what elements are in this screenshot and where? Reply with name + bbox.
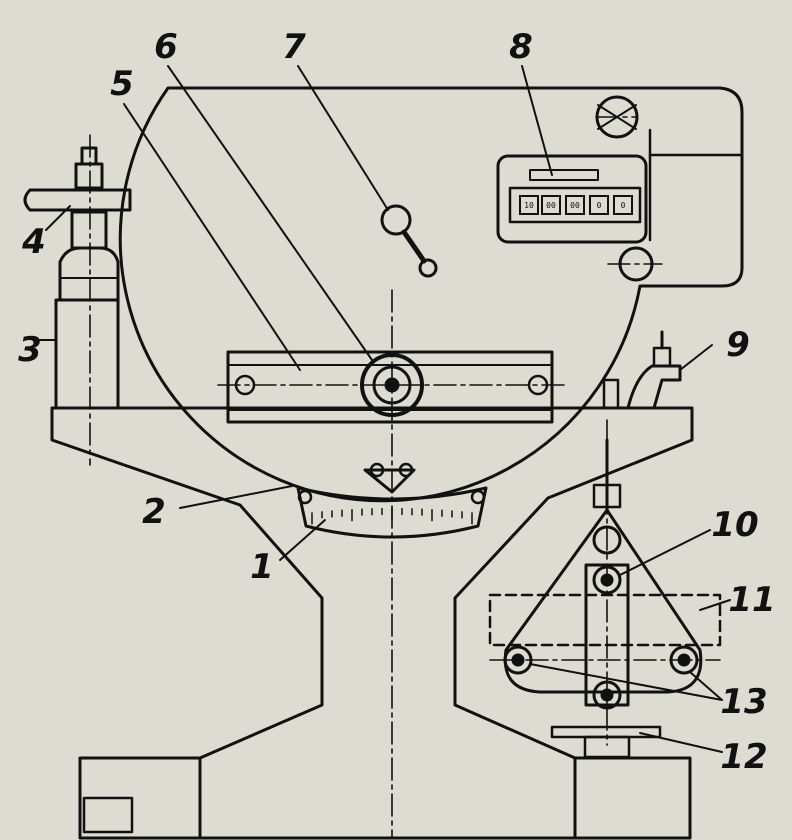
scale-screw-left	[297, 489, 313, 505]
handle-knob-large	[380, 204, 412, 236]
counter-digit: 00	[546, 201, 556, 210]
leader-2	[179, 485, 293, 509]
counter-housing	[496, 154, 648, 244]
callout-11: 11	[728, 580, 776, 620]
callout-8: 8	[509, 27, 533, 67]
counter-display-frame	[508, 186, 642, 224]
right-clamp-bracket	[626, 364, 682, 410]
callout-10: 10	[711, 505, 759, 545]
leader-8	[521, 65, 553, 176]
counter-digit-cell	[541, 195, 561, 215]
base-foot-block	[82, 796, 134, 834]
leader-9	[679, 344, 713, 371]
pivot-top	[592, 525, 622, 555]
callout-3: 3	[18, 330, 42, 370]
right-stud	[602, 378, 620, 410]
left-column-neck	[70, 210, 108, 250]
leader-4	[45, 205, 71, 231]
callout-9: 9	[726, 325, 750, 365]
left-column-body	[54, 298, 120, 410]
leader-6	[167, 65, 373, 361]
pointer-pin-left	[369, 462, 385, 478]
pointer-pin-right	[398, 462, 414, 478]
guide-slide	[226, 350, 554, 424]
rotating-head-disc	[118, 86, 744, 503]
counter-top-window	[529, 169, 599, 181]
leader-13b	[689, 671, 723, 701]
lower-stop-plate	[550, 725, 662, 739]
angle-scale-ticks	[311, 508, 473, 525]
handle-knob-small	[418, 258, 438, 278]
left-column-collar	[58, 246, 120, 302]
leader-11	[699, 599, 731, 611]
callout-4: 4	[22, 222, 46, 262]
counter-digit: 0	[597, 201, 602, 210]
callout-2: 2	[142, 492, 166, 532]
callout-12: 12	[720, 737, 768, 777]
callout-1: 1	[250, 547, 274, 587]
counter-digit-cell	[565, 195, 585, 215]
clamp-bolt-head	[80, 146, 98, 166]
callout-6: 6	[154, 27, 178, 67]
leader-1	[279, 519, 326, 561]
handle-link	[401, 229, 427, 264]
counter-digit: 0	[621, 201, 626, 210]
clamp-nut	[74, 162, 104, 190]
dashed-frame-11	[488, 593, 722, 647]
leader-7	[297, 65, 389, 211]
leader-10	[619, 529, 711, 576]
counter-digit: 10	[524, 201, 534, 210]
counter-digit-cell	[519, 195, 539, 215]
leader-5	[123, 103, 301, 371]
angle-scale	[296, 486, 488, 539]
leader-12	[639, 732, 723, 753]
scale-screw-right	[470, 489, 486, 505]
scale-pointer	[363, 468, 416, 494]
leader-13a	[529, 663, 723, 701]
counter-digit-cell	[589, 195, 609, 215]
frame-body	[50, 406, 694, 840]
clamp-arm	[23, 188, 132, 212]
counter-digit-cell	[613, 195, 633, 215]
callout-13: 13	[720, 682, 768, 722]
callout-7: 7	[282, 27, 306, 67]
callout-5: 5	[110, 64, 134, 104]
right-clamp-screw	[652, 346, 672, 368]
lower-stop-block	[583, 735, 631, 759]
counter-digit: 00	[570, 201, 580, 210]
